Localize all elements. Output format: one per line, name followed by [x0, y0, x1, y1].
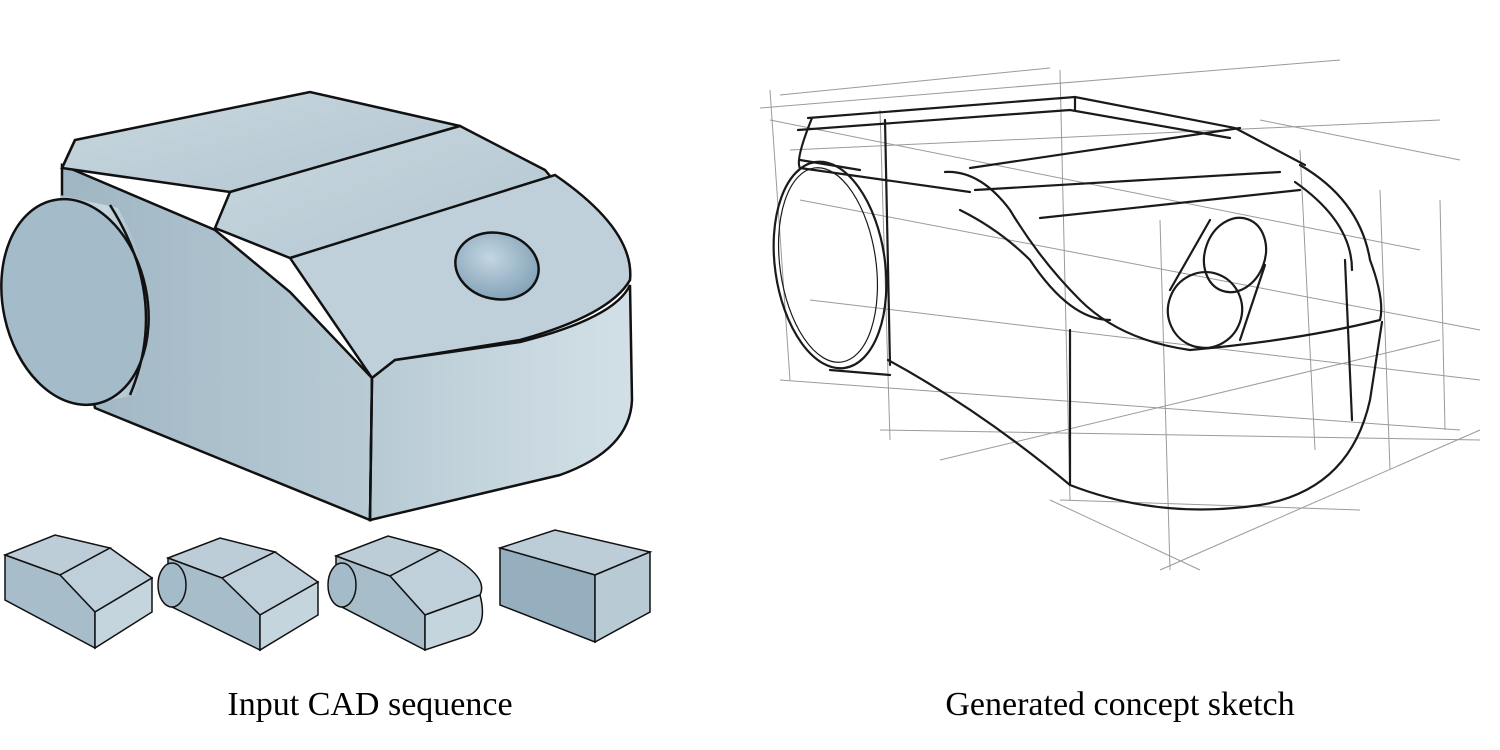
cad-figure: [0, 90, 653, 652]
caption-generated-concept-sketch: Generated concept sketch: [945, 686, 1295, 723]
cad-step-3: [327, 535, 484, 652]
cad-hole: [454, 231, 540, 301]
cad-sequence: [2, 529, 653, 652]
sketch-panel: Generated concept sketch: [740, 0, 1500, 750]
cad-main-model: [0, 90, 634, 522]
cad-front-face: [368, 284, 634, 522]
sketch-construction-lines: [759, 59, 1481, 571]
sketch-main-strokes: [772, 95, 1384, 511]
concept-sketch: [759, 59, 1481, 571]
cad-step-2: [157, 537, 320, 652]
cad-cylinder-face: [0, 197, 150, 407]
cad-step-1: [2, 534, 154, 650]
caption-input-cad-sequence: Input CAD sequence: [227, 686, 513, 723]
cad-panel: Input CAD sequence: [0, 0, 740, 750]
cad-step-4: [497, 529, 653, 644]
